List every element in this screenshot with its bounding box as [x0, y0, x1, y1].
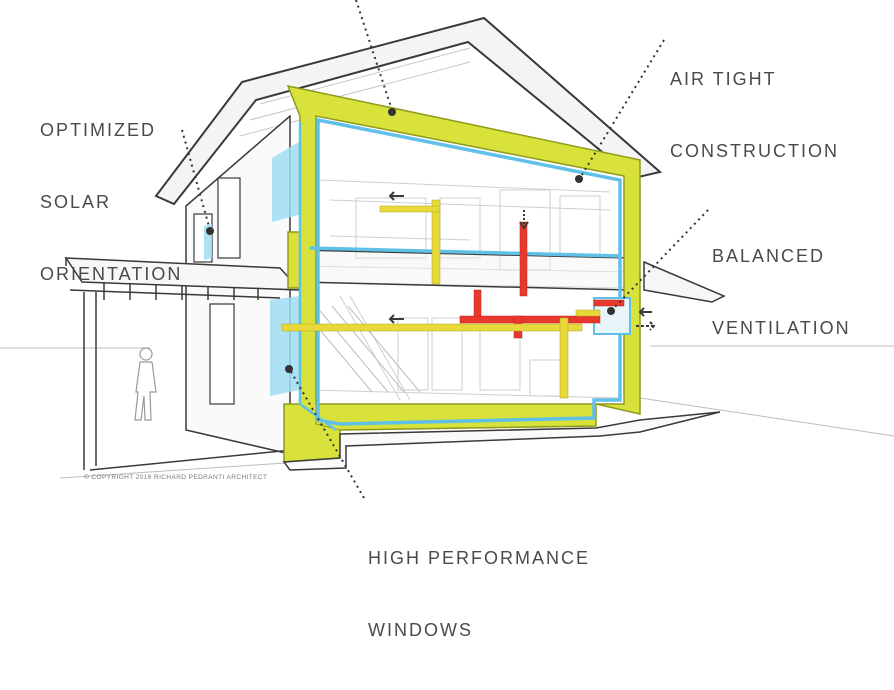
callout-high-performance-windows: HIGH PERFORMANCE WINDOWS [368, 498, 590, 690]
callout-ventilation-line2: VENTILATION [712, 316, 851, 340]
copyright-notice: © COPYRIGHT 2016 RICHARD PEDRANTI ARCHIT… [84, 474, 267, 481]
interior-structure [300, 180, 630, 400]
callout-solar-orientation: OPTIMIZED SOLAR ORIENTATION [40, 70, 182, 334]
callout-ventilation-line1: BALANCED [712, 244, 851, 268]
callout-solar-line1: OPTIMIZED [40, 118, 182, 142]
callout-balanced-ventilation: BALANCED VENTILATION [712, 196, 851, 388]
person-outline [135, 348, 156, 420]
callout-windows-line1: HIGH PERFORMANCE [368, 546, 590, 570]
callout-airtight-line1: AIR TIGHT [670, 67, 839, 91]
callout-solar-line2: SOLAR [40, 190, 182, 214]
callout-airtight-line2: CONSTRUCTION [670, 139, 839, 163]
callout-solar-line3: ORIENTATION [40, 262, 182, 286]
callout-windows-line2: WINDOWS [368, 618, 590, 642]
passive-house-diagram: OPTIMIZED SOLAR ORIENTATION AIR TIGHT CO… [0, 0, 894, 542]
fresh-air-ducts [282, 200, 600, 398]
callout-air-tight: AIR TIGHT CONSTRUCTION [670, 19, 839, 211]
